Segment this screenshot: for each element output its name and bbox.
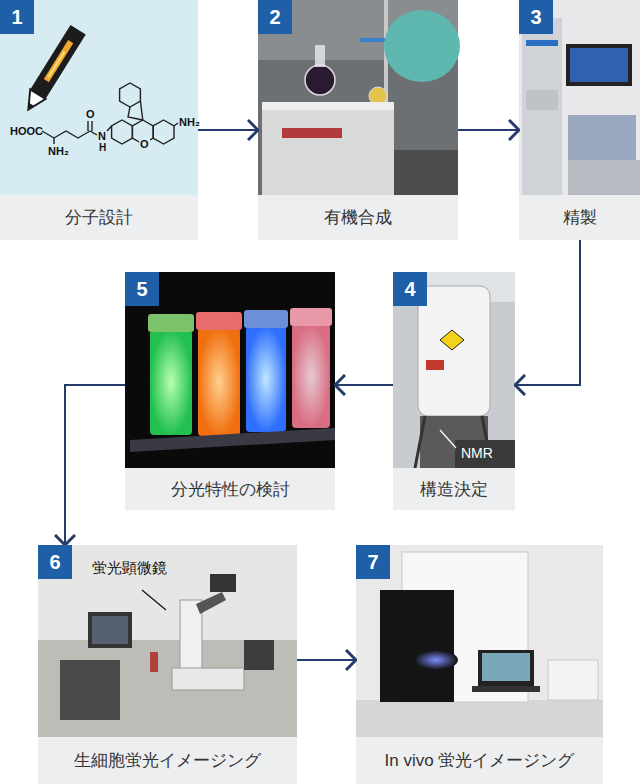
step-title: 生細胞蛍光イメージング	[74, 749, 261, 772]
step-title: 分子設計	[65, 206, 133, 229]
step-box: 5 分光特性の検討	[125, 272, 335, 510]
step-number: 3	[530, 6, 541, 29]
step-number-badge: 7	[356, 545, 390, 579]
step-number: 7	[367, 551, 378, 574]
step-caption-band: In vivo 蛍光イメージング	[356, 737, 603, 784]
step-box: 4 構造決定	[393, 272, 515, 510]
step-number-badge: 5	[125, 272, 159, 306]
flow-arrow	[297, 659, 356, 661]
structure-atom-label: NH₂	[48, 146, 69, 157]
structure-atom-label: H	[99, 143, 106, 153]
step-caption-band: 精製	[519, 195, 640, 240]
step-number-badge: 6	[38, 545, 72, 579]
step-number: 5	[136, 278, 147, 301]
flow-arrow	[198, 129, 258, 131]
callout-label: NMR	[461, 446, 493, 460]
step-title: 構造決定	[420, 478, 488, 501]
flow-arrow	[458, 129, 519, 131]
step-caption-band: 分光特性の検討	[125, 468, 335, 510]
step-caption-band: 分子設計	[0, 195, 198, 240]
step-box: 2 有機合成	[258, 0, 458, 240]
step-number: 4	[404, 278, 415, 301]
microscope-photo	[38, 545, 297, 737]
step-box: 1 分子設計	[0, 0, 198, 240]
step-number-badge: 3	[519, 0, 553, 34]
fluorescent-vials-photo	[125, 272, 335, 468]
structure-atom-label: O	[139, 139, 150, 150]
step-title: In vivo 蛍光イメージング	[385, 749, 575, 772]
structure-atom-label: O	[86, 109, 95, 120]
step-caption-band: 有機合成	[258, 195, 458, 240]
step-number-badge: 4	[393, 272, 427, 306]
step-box: 7 In vivo 蛍光イメージング	[356, 545, 603, 784]
purification-photo	[519, 0, 640, 195]
flow-arrow	[335, 384, 393, 386]
step-title: 分光特性の検討	[171, 478, 290, 501]
design-illustration	[0, 0, 198, 195]
step-title: 有機合成	[324, 206, 392, 229]
step-box: 6 生細胞蛍光イメージング	[38, 545, 297, 784]
synthesis-photo	[258, 0, 460, 195]
nmr-photo	[393, 272, 515, 468]
flow-arrow	[65, 385, 125, 545]
step-box: 3 精製	[519, 0, 640, 240]
callout-label: 蛍光顕微鏡	[92, 560, 167, 575]
in-vivo-imager-photo	[356, 545, 603, 737]
structure-atom-label: N	[98, 131, 106, 142]
structure-atom-label: HOOC	[10, 126, 43, 137]
step-caption-band: 生細胞蛍光イメージング	[38, 737, 297, 784]
structure-atom-label: NH₂	[179, 117, 200, 128]
step-number-badge: 1	[0, 0, 34, 34]
flow-arrow	[515, 240, 580, 385]
step-number: 2	[269, 6, 280, 29]
step-number-badge: 2	[258, 0, 292, 34]
step-number: 1	[11, 6, 22, 29]
step-caption-band: 構造決定	[393, 468, 515, 510]
step-title: 精製	[563, 206, 597, 229]
step-number: 6	[49, 551, 60, 574]
